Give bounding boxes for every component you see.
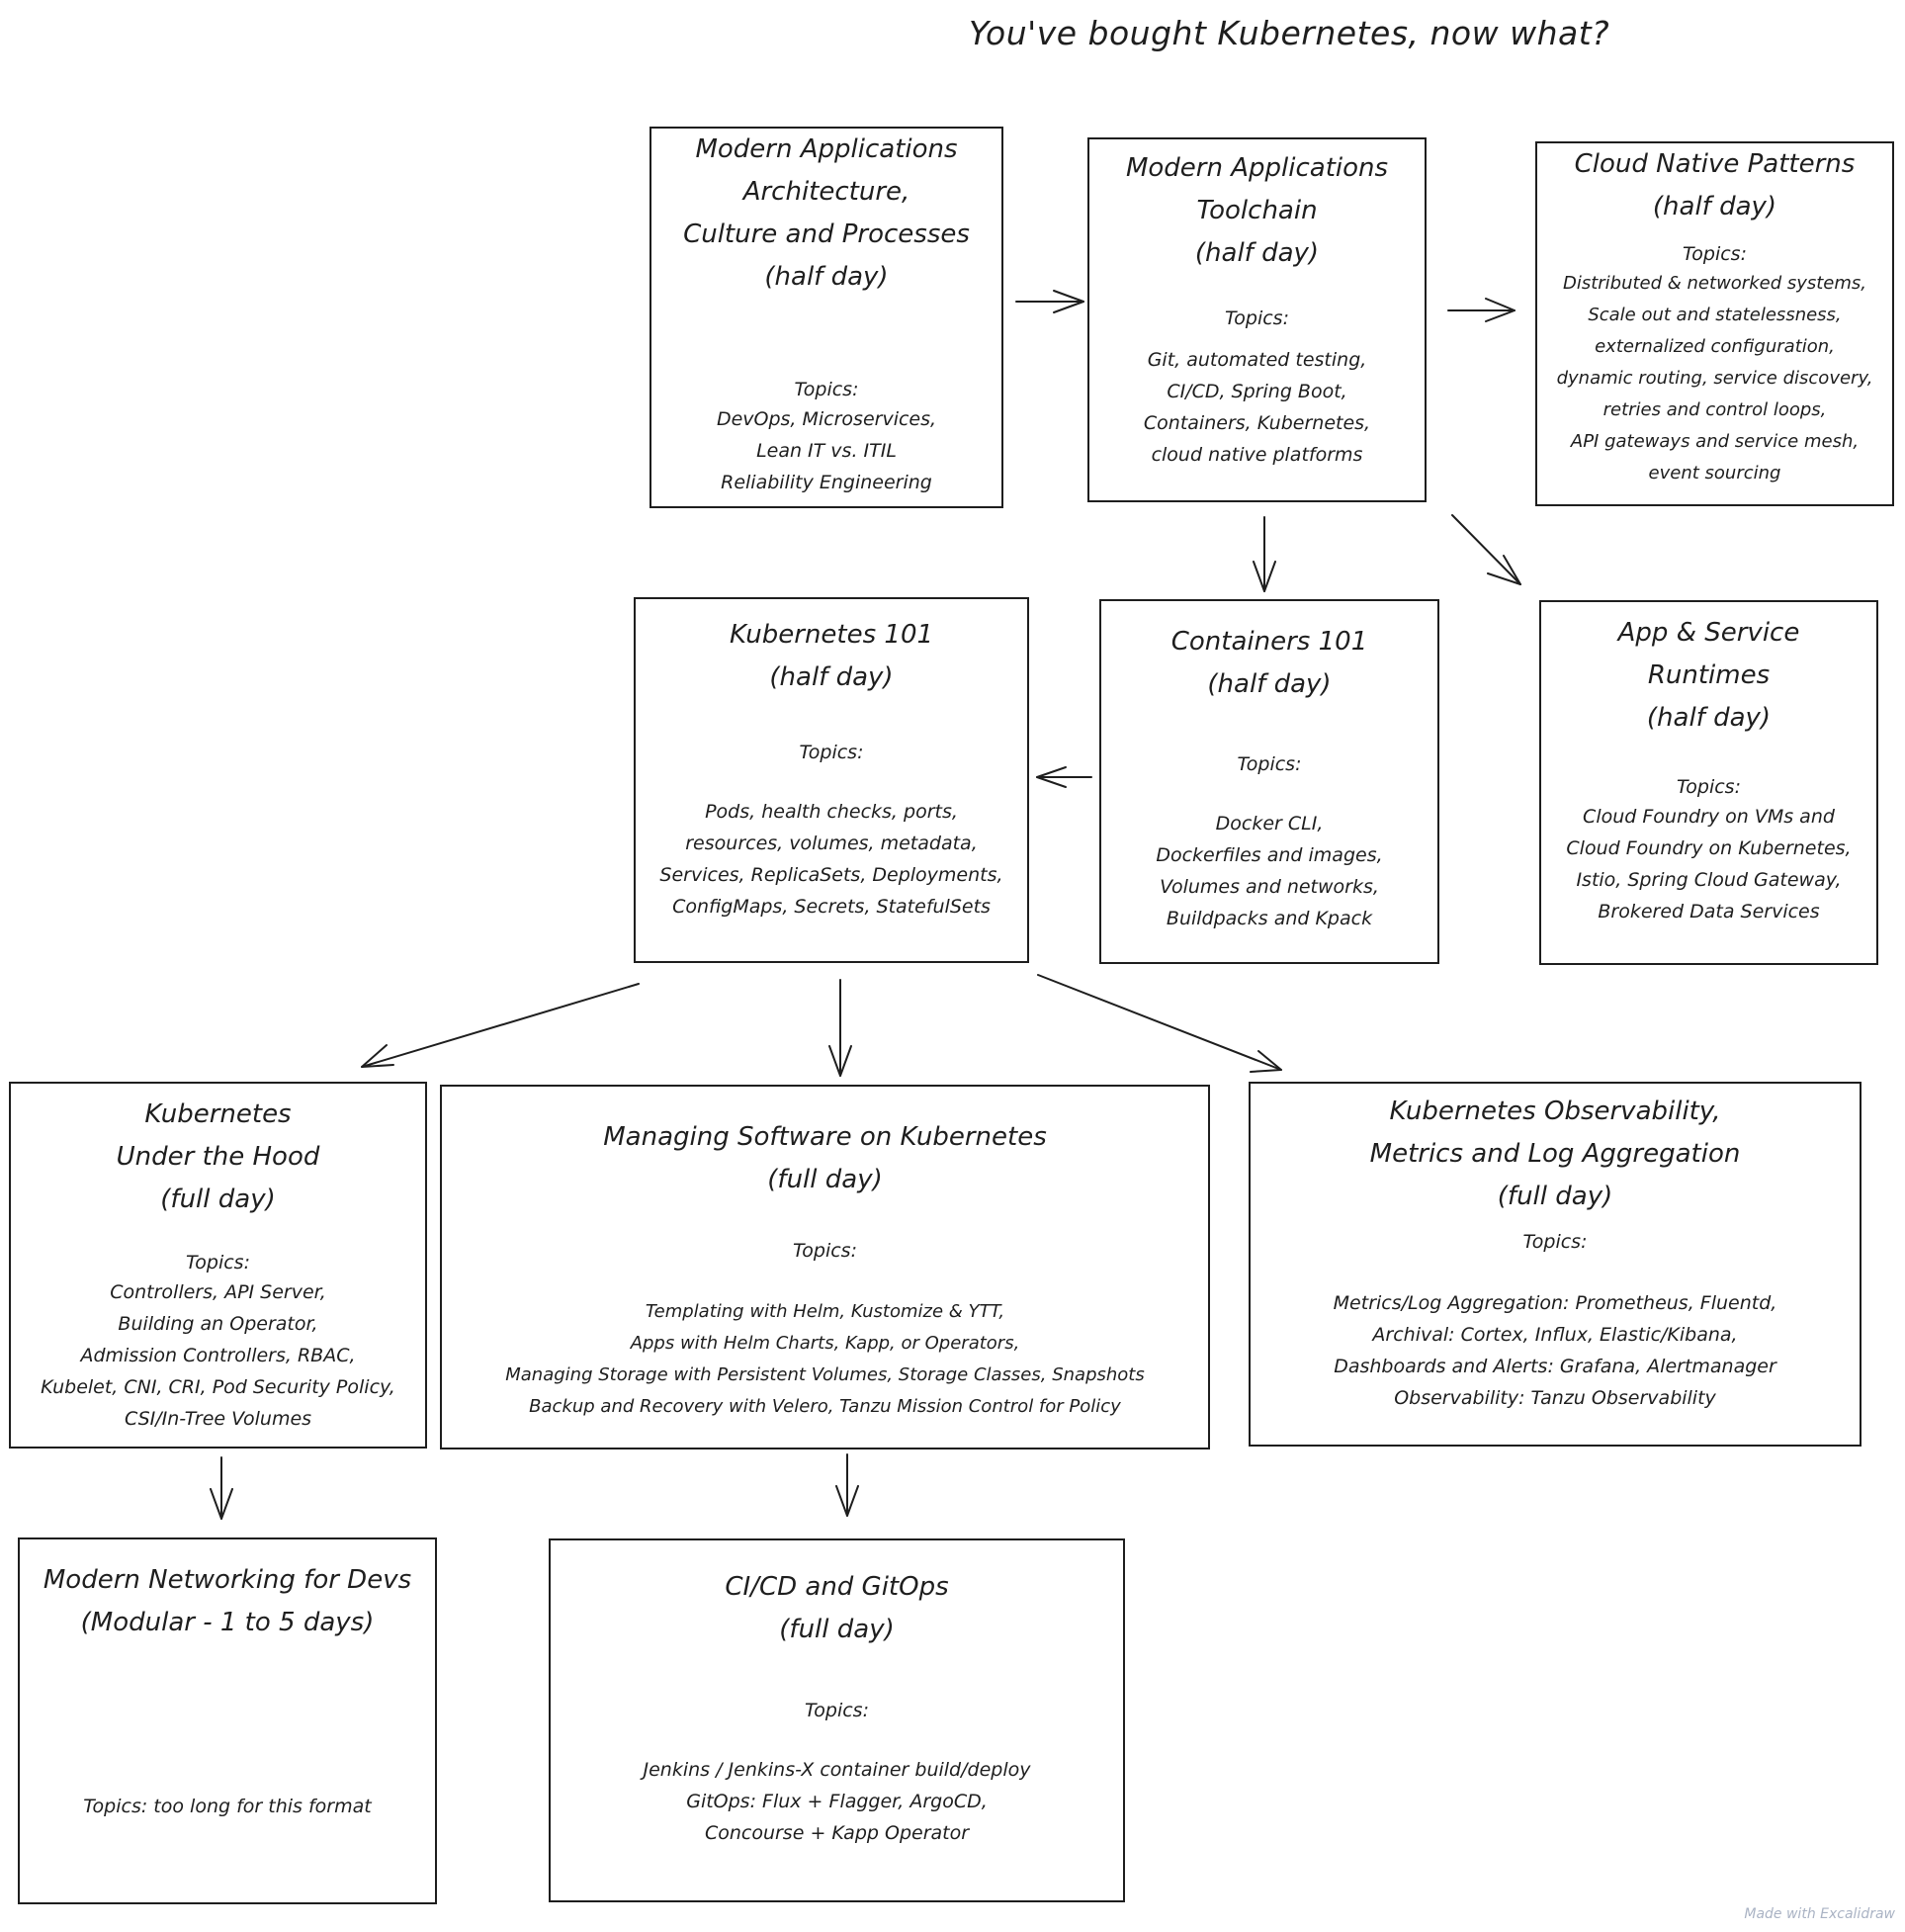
topics-list: Templating with Helm, Kustomize & YTT, A… — [505, 1301, 1145, 1417]
topics-label: Topics: — [1237, 753, 1302, 775]
arrow-kubernetes-101-to-observability — [1037, 974, 1282, 1073]
topics-label: Topics: — [1522, 1231, 1588, 1253]
topics-label: Topics: — [1225, 307, 1289, 329]
arrow-toolchain-to-runtimes — [1451, 514, 1521, 585]
box-title: Modern Applications Toolchain (half day) — [1125, 153, 1389, 268]
box-modern-networking-for-devs[interactable]: Modern Networking for Devs (Modular - 1 … — [18, 1537, 437, 1904]
arrow-under-the-hood-to-networking — [210, 1456, 233, 1520]
box-title: Kubernetes Observability, Metrics and Lo… — [1369, 1097, 1741, 1211]
arrow-kubernetes-101-to-under-the-hood — [361, 983, 640, 1068]
box-kubernetes-observability[interactable]: Kubernetes Observability, Metrics and Lo… — [1249, 1082, 1862, 1447]
topics-list: DevOps, Microservices, Lean IT vs. ITIL … — [716, 408, 937, 493]
topics-list: Distributed & networked systems, Scale o… — [1556, 273, 1873, 483]
topics-label: Topics: — [793, 1240, 857, 1262]
box-title: Containers 101 (half day) — [1170, 627, 1368, 699]
box-managing-software-on-kubernetes[interactable]: Managing Software on Kubernetes (full da… — [440, 1085, 1210, 1449]
box-title: CI/CD and GitOps (full day) — [725, 1572, 949, 1644]
box-kubernetes-101[interactable]: Kubernetes 101 (half day) Topics: Pods, … — [634, 597, 1029, 963]
topics-label: Topics: — [186, 1252, 250, 1273]
arrow-architecture-to-toolchain — [1015, 290, 1084, 313]
topics-list: Jenkins / Jenkins-X container build/depl… — [643, 1759, 1031, 1844]
box-title: App & Service Runtimes (half day) — [1617, 618, 1800, 733]
box-modern-apps-toolchain[interactable]: Modern Applications Toolchain (half day)… — [1087, 137, 1427, 502]
diagram-title: You've bought Kubernetes, now what? — [969, 14, 1610, 52]
box-title: Modern Applications Architecture, Cultur… — [683, 134, 970, 292]
box-kubernetes-under-the-hood[interactable]: Kubernetes Under the Hood (full day) Top… — [9, 1082, 427, 1449]
arrow-kubernetes-101-to-managing-software — [828, 979, 852, 1077]
box-title: Managing Software on Kubernetes (full da… — [603, 1122, 1047, 1194]
topics-label: Topics: — [1677, 776, 1741, 798]
topics-label: Topics: — [799, 742, 864, 763]
topics-label: Topics: — [805, 1700, 869, 1721]
box-title: Kubernetes 101 (half day) — [729, 620, 934, 692]
box-cicd-and-gitops[interactable]: CI/CD and GitOps (full day) Topics: Jenk… — [549, 1538, 1125, 1902]
topics-list: Controllers, API Server, Building an Ope… — [41, 1281, 395, 1430]
box-containers-101[interactable]: Containers 101 (half day) Topics: Docker… — [1099, 599, 1439, 964]
topics-list: Metrics/Log Aggregation: Prometheus, Flu… — [1333, 1292, 1777, 1409]
arrow-managing-software-to-cicd — [835, 1453, 859, 1517]
footer-credit: Made with Excalidraw — [1744, 1906, 1895, 1922]
box-title: Kubernetes Under the Hood (full day) — [116, 1099, 320, 1214]
topics-label: Topics: — [1683, 243, 1747, 265]
arrow-toolchain-to-containers — [1253, 516, 1276, 592]
box-modern-apps-architecture[interactable]: Modern Applications Architecture, Cultur… — [649, 127, 1003, 508]
box-cloud-native-patterns[interactable]: Cloud Native Patterns (half day) Topics:… — [1535, 141, 1894, 506]
topics-list: Cloud Foundry on VMs and Cloud Foundry o… — [1566, 806, 1852, 922]
topics-list: Pods, health checks, ports, resources, v… — [659, 801, 1003, 918]
topics-list: Docker CLI, Dockerfiles and images, Volu… — [1156, 813, 1383, 929]
topics-list: Git, automated testing, CI/CD, Spring Bo… — [1143, 349, 1371, 466]
box-title: Modern Networking for Devs (Modular - 1 … — [43, 1565, 412, 1637]
arrow-containers-to-kubernetes-101 — [1036, 766, 1092, 788]
topics-label: Topics: — [794, 379, 859, 400]
topics-list: Topics: too long for this format — [83, 1796, 372, 1817]
box-app-service-runtimes[interactable]: App & Service Runtimes (half day) Topics… — [1539, 600, 1878, 965]
arrow-toolchain-to-patterns — [1447, 298, 1515, 322]
box-title: Cloud Native Patterns (half day) — [1574, 149, 1856, 221]
